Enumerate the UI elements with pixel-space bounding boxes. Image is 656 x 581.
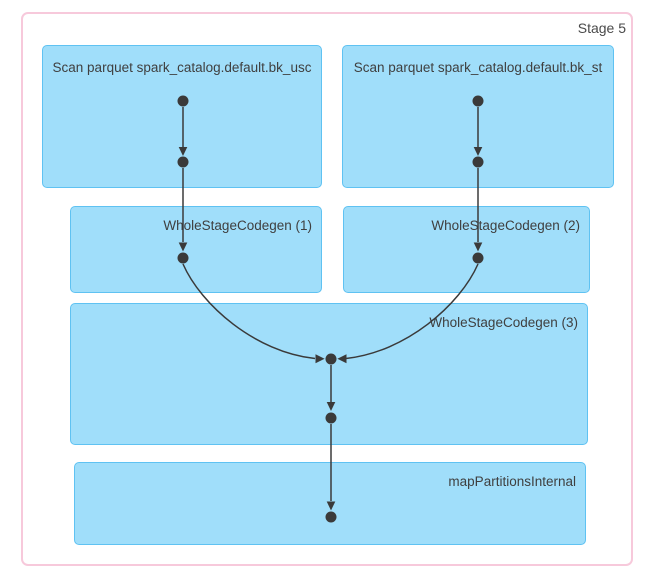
rdd-node-dot[interactable] (177, 156, 189, 168)
rdd-node-dot[interactable] (472, 252, 484, 264)
node-wholestagecodegen-1: WholeStageCodegen (1) (70, 206, 322, 293)
rdd-dot-group (177, 95, 484, 523)
rdd-node-dot[interactable] (325, 353, 337, 365)
node-wholestagecodegen-2: WholeStageCodegen (2) (343, 206, 590, 293)
node-label: mapPartitionsInternal (448, 474, 576, 489)
rdd-node-dot[interactable] (472, 95, 484, 107)
rdd-node-dot[interactable] (472, 156, 484, 168)
rdd-node-dot[interactable] (325, 412, 337, 424)
node-label: Scan parquet spark_catalog.default.bk_st (353, 60, 603, 75)
rdd-node-dot[interactable] (325, 511, 337, 523)
stage-dag-container: Stage 5 Scan parquet spark_catalog.defau… (21, 12, 633, 566)
node-label: WholeStageCodegen (1) (163, 218, 312, 233)
stage-label: Stage 5 (577, 20, 626, 36)
rdd-node-dot[interactable] (177, 252, 189, 264)
node-label: WholeStageCodegen (2) (431, 218, 580, 233)
node-wholestagecodegen-3: WholeStageCodegen (3) (70, 303, 588, 445)
node-label: Scan parquet spark_catalog.default.bk_us… (52, 60, 312, 75)
rdd-node-dot[interactable] (177, 95, 189, 107)
node-label: WholeStageCodegen (3) (429, 315, 578, 330)
node-mappartitionsinternal: mapPartitionsInternal (74, 462, 586, 545)
